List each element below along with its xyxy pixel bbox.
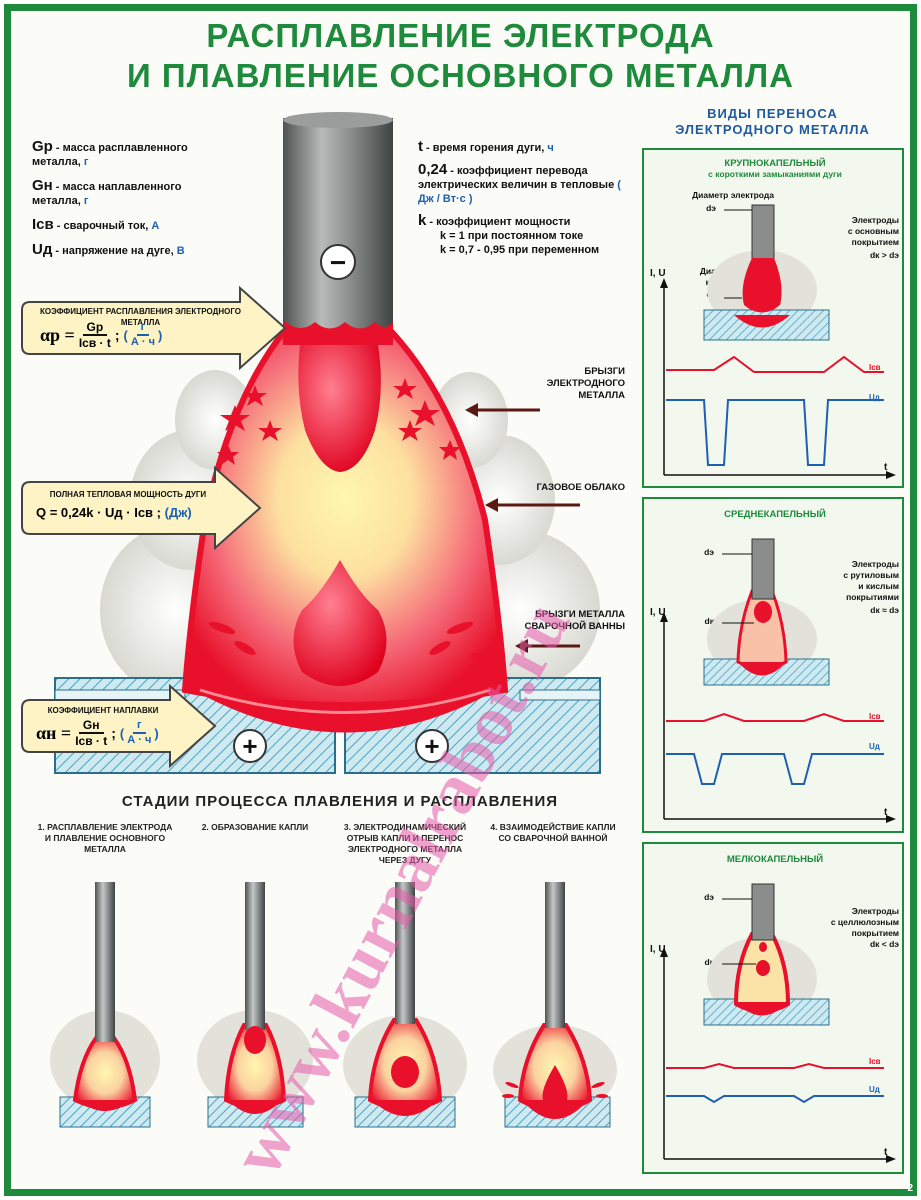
falling-drop — [293, 560, 387, 686]
spatter-label: БРЫЗГИ ЭЛЕКТРОДНОГО МЕТАЛЛА — [546, 366, 625, 401]
pool-spatter-label: БРЫЗГИ МЕТАЛЛА СВАРОЧНОЙ ВАННЫ — [524, 609, 625, 632]
diameter-relation: dк > dэ — [869, 250, 899, 260]
fine-graph — [660, 883, 896, 1163]
drop-diameter-symbol: dк — [704, 616, 714, 626]
coating-note: Электроды с рутиловым и кислым покрытиям… — [843, 559, 899, 602]
legend-item-t: t - время горения дуги, ч — [418, 138, 554, 155]
electrode-diameter-symbol: dэ — [704, 547, 714, 557]
globular-graph — [660, 204, 896, 479]
base-polarity-left-badge — [233, 729, 267, 763]
transfer-panel-medium: СРЕДНЕКАПЕЛЬНЫЙ dэ dк Электроды с рутило… — [642, 497, 904, 833]
legend-item-gr: Gр - масса расплавленного металла, г — [32, 138, 188, 168]
drop-diameter-symbol: dк — [704, 957, 714, 967]
heat-power-formula: Q = 0,24k · Uд · Iсв ; (Дж) — [36, 505, 192, 520]
transfer-panel-globular: КРУПНОКАПЕЛЬНЫЙ с короткими замыканиями … — [642, 148, 904, 488]
electrode-diameter-symbol: dэ — [706, 203, 716, 213]
heat-power-caption: ПОЛНАЯ ТЕПЛОВАЯ МОЩНОСТЬ ДУГИ — [49, 490, 207, 499]
legend-item-isv: Iсв - сварочный ток, А — [32, 216, 160, 233]
x-axis-label: t — [884, 462, 888, 473]
x-axis-label: t — [884, 807, 888, 818]
voltage-label: Uд — [869, 742, 880, 751]
panel-title: МЕЛКОКАПЕЛЬНЫЙ — [726, 854, 824, 865]
hanging-drop — [298, 345, 381, 472]
stage-caption-3: 3. ЭЛЕКТРОДИНАМИЧЕСКИЙ ОТРЫВ КАПЛИ И ПЕР… — [343, 822, 467, 865]
poster-title: РАСПЛАВЛЕНИЕ ЭЛЕКТРОДА И ПЛАВЛЕНИЕ ОСНОВ… — [127, 17, 794, 94]
weld-pool — [185, 685, 505, 733]
coating-note: Электроды с основным покрытием — [847, 215, 899, 247]
transfer-panel-fine: МЕЛКОКАПЕЛЬНЫЙ dэ dк Электроды с целлюло… — [642, 842, 904, 1174]
legend-item-coef: 0,24 - коэффициент перевода электрически… — [418, 161, 621, 205]
deposition-coef-caption: КОЭФФИЦИЕНТ НАПЛАВКИ — [47, 706, 159, 715]
legend-item-k: k - коэффициент мощности k = 1 при посто… — [418, 212, 600, 256]
base-polarity-left: + — [242, 731, 257, 761]
voltage-label: Uд — [869, 393, 880, 402]
electrode-diameter-symbol: dэ — [704, 892, 714, 902]
formula-arrow-shapes — [21, 285, 287, 769]
stages-title: СТАДИИ ПРОЦЕССА ПЛАВЛЕНИЯ И РАСПЛАВЛЕНИЯ — [121, 793, 559, 810]
stages-illustration — [50, 882, 617, 1128]
x-axis-label: t — [884, 1147, 888, 1158]
pointer-arrows — [465, 403, 580, 653]
current-label: Iсв — [869, 363, 881, 372]
legend-item-gn: Gн - масса наплавленного металла, г — [32, 177, 182, 207]
electrode — [283, 112, 393, 345]
y-axis-label: I, U — [650, 944, 666, 955]
electrode-diameter-note: Диаметр электрода — [692, 190, 774, 200]
melt-coef-formula: αр = Gр Iсв · t ; ( г А · ч ) — [40, 320, 163, 350]
stage-3-figure — [343, 882, 467, 1128]
y-axis-label: I, U — [650, 268, 666, 279]
electrode-polarity: − — [330, 247, 346, 278]
panel-subtitle: с короткими замыканиями дуги — [708, 169, 842, 179]
coating-note: Электроды с целлюлозным покрытием — [830, 906, 899, 938]
y-axis-label: I, U — [650, 607, 666, 618]
diameter-relation: dк < dэ — [869, 939, 899, 949]
legend-item-ud: Uд - напряжение на дуге, В — [32, 241, 185, 258]
current-label: Iсв — [869, 1057, 881, 1066]
page-number: 2 — [907, 1183, 913, 1194]
voltage-label: Uд — [869, 1085, 880, 1094]
panel-title: КРУПНОКАПЕЛЬНЫЙ — [724, 158, 826, 169]
gas-cloud-label: ГАЗОВОЕ ОБЛАКО — [536, 482, 625, 493]
base-polarity-right-badge — [415, 729, 449, 763]
legend-right: t - время горения дуги, ч 0,24 - коэффиц… — [418, 138, 628, 257]
melt-coef-caption: КОЭФФИЦИЕНТ РАСПЛАВЛЕНИЯ ЭЛЕКТРОДНОГО МЕ… — [40, 307, 241, 327]
stage-caption-4: 4. ВЗАИМОДЕЙСТВИЕ КАПЛИ СО СВАРОЧНОЙ ВАН… — [490, 822, 616, 843]
stage-4-figure — [493, 882, 617, 1128]
stage-caption-1: 1. РАСПЛАВЛЕНИЕ ЭЛЕКТРОДА И ПЛАВЛЕНИЕ ОС… — [37, 822, 173, 854]
stage-1-figure — [50, 882, 160, 1128]
current-label: Iсв — [869, 712, 881, 721]
electrode-polarity-badge — [320, 244, 356, 280]
spatter-stars — [217, 378, 461, 465]
base-polarity-right: + — [424, 731, 439, 761]
legend-left: Gр - масса расплавленного металла, г Gн … — [32, 138, 232, 258]
medium-graph — [660, 538, 896, 823]
panel-title: СРЕДНЕКАПЕЛЬНЫЙ — [724, 509, 826, 520]
main-welding-diagram: − + + — [21, 112, 601, 774]
pool-spatter — [195, 621, 490, 659]
diameter-relation: dк ≈ dэ — [870, 605, 899, 615]
transfer-heading: ВИДЫ ПЕРЕНОСА ЭЛЕКТРОДНОГО МЕТАЛЛА — [675, 106, 870, 137]
deposition-coef-formula: αн = Gн Iсв · t ; ( г А · ч ) — [36, 718, 159, 748]
stage-caption-2: 2. ОБРАЗОВАНИЕ КАПЛИ — [201, 822, 309, 832]
stage-2-figure — [197, 882, 313, 1128]
